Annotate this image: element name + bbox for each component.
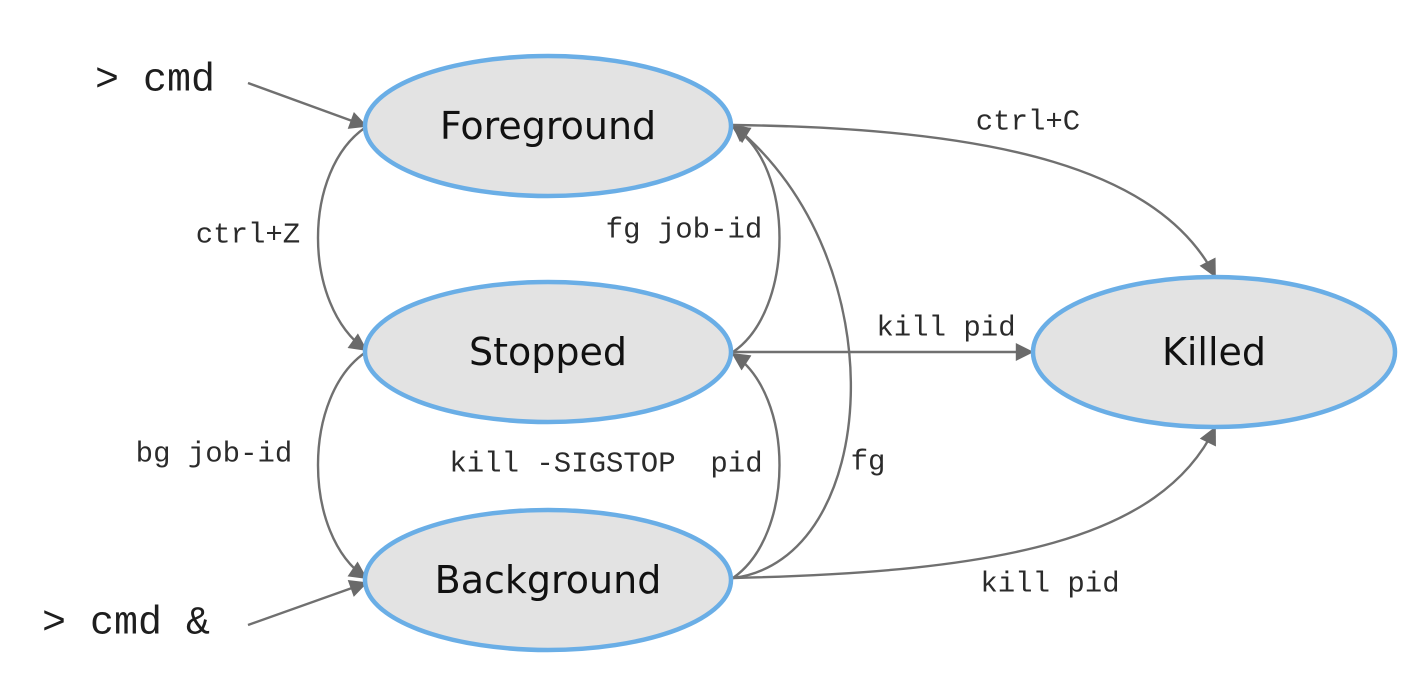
node-background-label: Background	[435, 558, 662, 602]
edge-foreground-to-stopped	[316, 126, 368, 352]
label-bg-job-id: bg job-id	[136, 438, 293, 471]
edge-stopped-to-background	[316, 351, 368, 580]
node-foreground: Foreground	[362, 53, 734, 199]
node-foreground-label: Foreground	[440, 104, 656, 148]
label-ctrl-c: ctrl+C	[976, 106, 1080, 139]
edge-cmd-to-foreground	[247, 81, 368, 129]
node-stopped-label: Stopped	[469, 330, 627, 374]
cmd-background-label: > cmd &	[42, 602, 210, 647]
node-background: Background	[362, 507, 734, 653]
node-killed: Killed	[1030, 274, 1398, 430]
edge-background-to-killed	[732, 426, 1217, 580]
label-kill-sigstop-pid: kill -SIGSTOP pid	[449, 448, 762, 481]
edge-background-to-stopped	[731, 353, 781, 579]
label-fg: fg	[851, 446, 886, 479]
edge-stopped-to-foreground	[731, 125, 781, 353]
cmd-foreground-label: > cmd	[95, 59, 215, 104]
label-fg-job-id: fg job-id	[606, 214, 763, 247]
edge-cmd-bg-to-background	[247, 579, 368, 627]
label-kill-pid-background: kill pid	[980, 568, 1119, 601]
label-kill-pid-stopped: kill pid	[876, 312, 1015, 345]
edge-foreground-to-killed	[732, 123, 1217, 278]
node-stopped: Stopped	[362, 279, 734, 425]
node-killed-label: Killed	[1162, 330, 1266, 374]
label-ctrl-z: ctrl+Z	[196, 219, 300, 252]
edge-background-to-foreground	[731, 123, 852, 580]
